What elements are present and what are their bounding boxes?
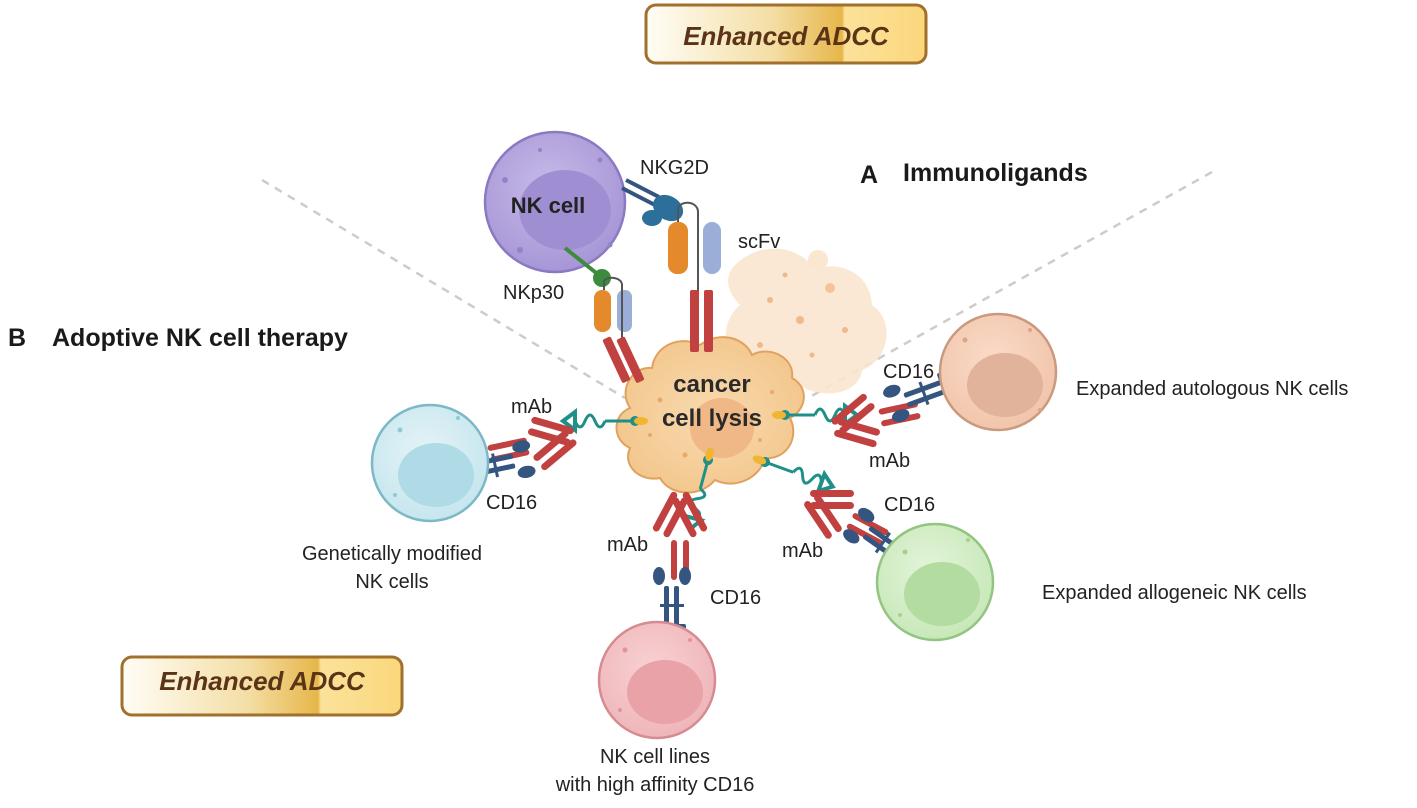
nkp30-label: NKp30 — [503, 282, 564, 304]
scfv-construct — [668, 201, 721, 352]
lower-right-mab-label: mAb — [782, 540, 823, 562]
nkp30-construct — [563, 246, 645, 383]
cancer-label-line2: cell lysis — [662, 405, 762, 432]
right-mab-label: mAb — [869, 450, 910, 472]
section-b-title: Adoptive NK cell therapy — [52, 324, 348, 352]
nkg2d-label: NKG2D — [640, 157, 709, 179]
section-b-heading: B Adoptive NK cell therapy — [8, 324, 348, 352]
right-cell-label: Expanded autologous NK cells — [1076, 378, 1348, 400]
nkg2d-receptor — [621, 178, 684, 226]
lower-right-cd16-label: CD16 — [884, 494, 935, 516]
section-a-heading: A Immunoligands — [860, 159, 1088, 189]
cancer-label-line1: cancer — [673, 371, 750, 398]
scfv-label: scFv — [738, 231, 780, 253]
bottom-mab-label: mAb — [607, 534, 648, 556]
left-mab-label: mAb — [511, 396, 552, 418]
badge-top-label: Enhanced ADCC — [683, 21, 890, 51]
divider-right — [807, 170, 1213, 400]
bottom-cd16-label: CD16 — [710, 587, 761, 609]
badge-bottom-label: Enhanced ADCC — [159, 666, 366, 696]
left-cell-label-line2: NK cells — [355, 571, 428, 593]
top-nk-cell: NK cell — [483, 130, 627, 274]
divider-left — [261, 178, 626, 400]
bottom-nk-cell — [597, 620, 717, 740]
left-cd16-label: CD16 — [486, 492, 537, 514]
left-nk-cell — [370, 403, 490, 523]
enhanced-adcc-badge-top: Enhanced ADCC — [644, 3, 928, 65]
enhanced-adcc-badge-bottom: Enhanced ADCC — [120, 655, 404, 717]
bottom-antibody — [651, 490, 709, 580]
lower-right-nk-cell — [875, 522, 995, 642]
cancer-cell: cancer cell lysis — [615, 336, 805, 494]
section-a-title: Immunoligands — [903, 159, 1088, 187]
bottom-cell-label-line1: NK cell lines — [600, 746, 710, 768]
left-cell-label-line1: Genetically modified — [302, 543, 482, 565]
bottom-cell-label-line2: with high affinity CD16 — [555, 774, 755, 796]
right-cd16-label: CD16 — [883, 361, 934, 383]
right-nk-cell — [938, 312, 1058, 432]
section-a-letter: A — [860, 161, 878, 189]
section-b-letter: B — [8, 324, 26, 352]
nk-cell-label: NK cell — [511, 193, 586, 218]
lower-right-cell-label: Expanded allogeneic NK cells — [1042, 582, 1307, 604]
